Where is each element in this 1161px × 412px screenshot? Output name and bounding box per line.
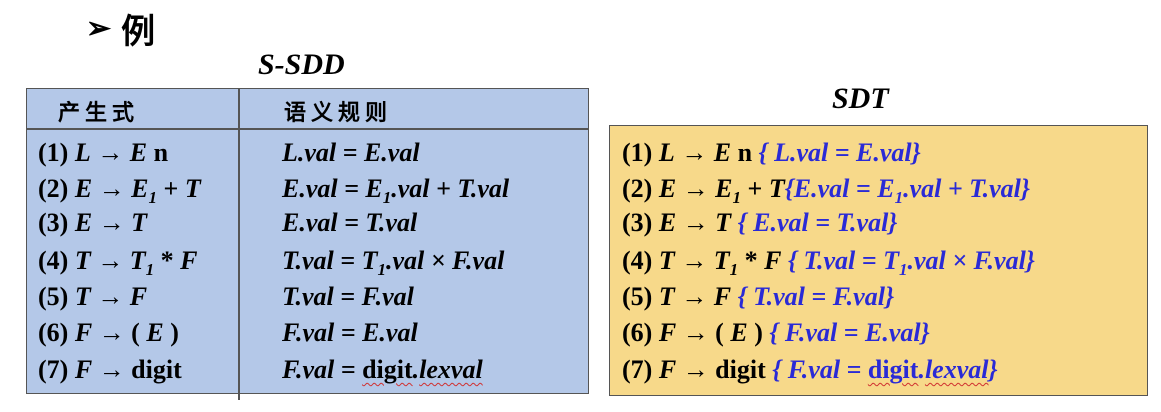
sdt-line-5: (5) T → F { T.val = F.val} xyxy=(622,282,894,311)
production-3: (3) E → T xyxy=(38,208,148,237)
sdt-line-1: (1) L → E n { L.val = E.val} xyxy=(622,138,921,167)
production-7: (7) F → digit xyxy=(38,355,182,384)
rule-4: T.val = T1.val × F.val xyxy=(282,246,505,280)
header-semantic-rule: 语义规则 xyxy=(284,101,393,126)
table-column-divider xyxy=(238,88,240,400)
sdt-line-6: (6) F → ( E ) { F.val = E.val} xyxy=(622,318,930,347)
header-production: 产生式 xyxy=(58,101,140,126)
sdt-line-3: (3) E → T { E.val = T.val} xyxy=(622,208,898,237)
ssdd-label: S-SDD xyxy=(258,48,345,81)
arrow-bullet-icon: ➢ xyxy=(86,12,112,45)
production-6: (6) F → ( E ) xyxy=(38,318,179,347)
production-1: (1) L → E n xyxy=(38,138,169,167)
production-2: (2) E → E1 + T xyxy=(38,174,201,208)
rule-7: F.val = digit.lexval xyxy=(282,355,483,384)
rule-6: F.val = E.val xyxy=(282,318,418,347)
sdt-line-7: (7) F → digit { F.val = digit.lexval} xyxy=(622,355,998,384)
slide-title: ➢ 例 xyxy=(86,4,155,53)
table-header-divider xyxy=(26,128,589,130)
production-5: (5) T → F xyxy=(38,282,148,311)
sdt-label: SDT xyxy=(832,82,889,115)
ssdd-table xyxy=(26,88,589,394)
sdt-box xyxy=(609,125,1148,396)
rule-3: E.val = T.val xyxy=(282,208,418,237)
sdt-line-4: (4) T → T1 * F { T.val = T1.val × F.val} xyxy=(622,246,1035,280)
rule-2: E.val = E1.val + T.val xyxy=(282,174,510,208)
sdt-line-2: (2) E → E1 + T{E.val = E1.val + T.val} xyxy=(622,174,1030,208)
production-4: (4) T → T1 * F xyxy=(38,246,198,280)
rule-5: T.val = F.val xyxy=(282,282,414,311)
title-text: 例 xyxy=(121,14,156,51)
rule-1: L.val = E.val xyxy=(282,138,420,167)
